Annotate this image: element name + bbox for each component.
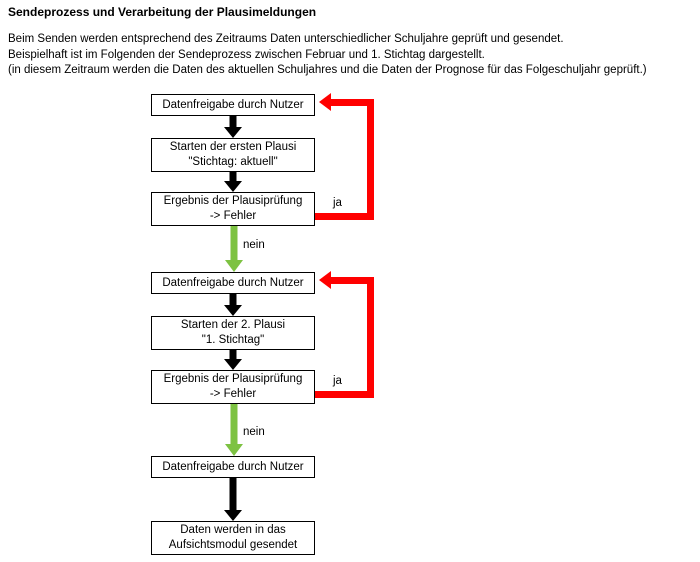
flow-node-result-1-line-1: Ergebnis der Plausiprüfung: [163, 195, 303, 207]
arrow-plausi-1-to-result-1: [223, 172, 243, 192]
arrow-result-2-to-release-3: [224, 404, 244, 456]
loop-segment-right: [367, 99, 374, 220]
arrow-release-3-to-send-final: [223, 478, 243, 521]
flow-node-result-2-line-2: -> Fehler: [209, 388, 257, 400]
loop-arrow-head-left-icon: [319, 271, 331, 289]
intro-line-3: (in diesem Zeitraum werden die Daten des…: [8, 64, 647, 76]
arrow-result-1-to-release-2: [224, 226, 244, 272]
arrow-head-down-icon: [225, 260, 243, 272]
flow-node-plausi-1-line-1: Starten der ersten Plausi: [169, 141, 297, 153]
flow-node-send-final[interactable]: Daten werden in das Aufsichtsmodul gesen…: [151, 521, 315, 555]
flow-node-release-2[interactable]: Datenfreigabe durch Nutzer: [151, 272, 315, 294]
flow-node-result-1[interactable]: Ergebnis der Plausiprüfung -> Fehler: [151, 192, 315, 226]
intro-line-2: Beispielhaft ist im Folgenden der Sendep…: [8, 48, 485, 61]
arrow-head-down-icon: [224, 127, 242, 138]
arrow-head-down-icon: [224, 305, 242, 316]
flow-node-release-3-line-1: Datenfreigabe durch Nutzer: [162, 460, 304, 473]
flow-node-plausi-2[interactable]: Starten der 2. Plausi "1. Stichtag": [151, 316, 315, 350]
loop-segment-bottom: [315, 391, 374, 398]
flow-node-plausi-2-line-1: Starten der 2. Plausi: [180, 319, 286, 331]
flow-node-result-2[interactable]: Ergebnis der Plausiprüfung -> Fehler: [151, 370, 315, 404]
flow-node-plausi-1-line-2: "Stichtag: aktuell": [188, 156, 278, 168]
arrow-shaft: [229, 478, 237, 511]
arrow-plausi-2-to-result-2: [223, 350, 243, 370]
flow-node-release-1-line-1: Datenfreigabe durch Nutzer: [162, 98, 304, 111]
loop-segment-bottom: [315, 213, 374, 220]
edge-label-no-1: nein: [243, 239, 265, 251]
edge-label-yes-1: ja: [333, 197, 342, 209]
loop-result-2-to-release-2: [315, 271, 377, 403]
arrow-head-down-icon: [224, 359, 242, 370]
loop-segment-top: [331, 277, 374, 284]
loop-segment-right: [367, 277, 374, 398]
flow-node-release-2-line-1: Datenfreigabe durch Nutzer: [162, 276, 304, 289]
flow-node-result-2-line-1: Ergebnis der Plausiprüfung: [163, 373, 303, 385]
arrow-shaft: [230, 404, 238, 444]
arrow-head-down-icon: [224, 181, 242, 192]
loop-arrow-head-left-icon: [319, 93, 331, 111]
arrow-head-down-icon: [225, 444, 243, 456]
page-title: Sendeprozess und Verarbeitung der Plausi…: [8, 5, 317, 19]
edge-label-yes-2: ja: [333, 375, 342, 387]
arrow-shaft: [229, 172, 237, 182]
flow-node-plausi-2-line-2: "1. Stichtag": [201, 334, 265, 346]
flow-node-release-3[interactable]: Datenfreigabe durch Nutzer: [151, 456, 315, 478]
loop-result-1-to-release-1: [315, 93, 377, 225]
arrow-shaft: [229, 350, 237, 360]
arrow-head-down-icon: [224, 510, 242, 521]
intro-line-1: Beim Senden werden entsprechend des Zeit…: [8, 33, 564, 45]
arrow-shaft: [229, 116, 237, 128]
flow-node-release-1[interactable]: Datenfreigabe durch Nutzer: [151, 94, 315, 116]
flow-node-send-final-line-2: Aufsichtsmodul gesendet: [168, 539, 298, 551]
loop-segment-top: [331, 99, 374, 106]
arrow-release-2-to-plausi-2: [223, 294, 243, 316]
flow-node-plausi-1[interactable]: Starten der ersten Plausi "Stichtag: akt…: [151, 138, 315, 172]
arrow-shaft: [230, 226, 238, 260]
header-text-block: Sendeprozess und Verarbeitung der Plausi…: [8, 4, 692, 79]
arrow-release-1-to-plausi-1: [223, 116, 243, 138]
arrow-shaft: [229, 294, 237, 306]
flow-node-result-1-line-2: -> Fehler: [209, 210, 257, 222]
edge-label-no-2: nein: [243, 426, 265, 438]
flow-node-send-final-line-1: Daten werden in das: [180, 524, 286, 536]
